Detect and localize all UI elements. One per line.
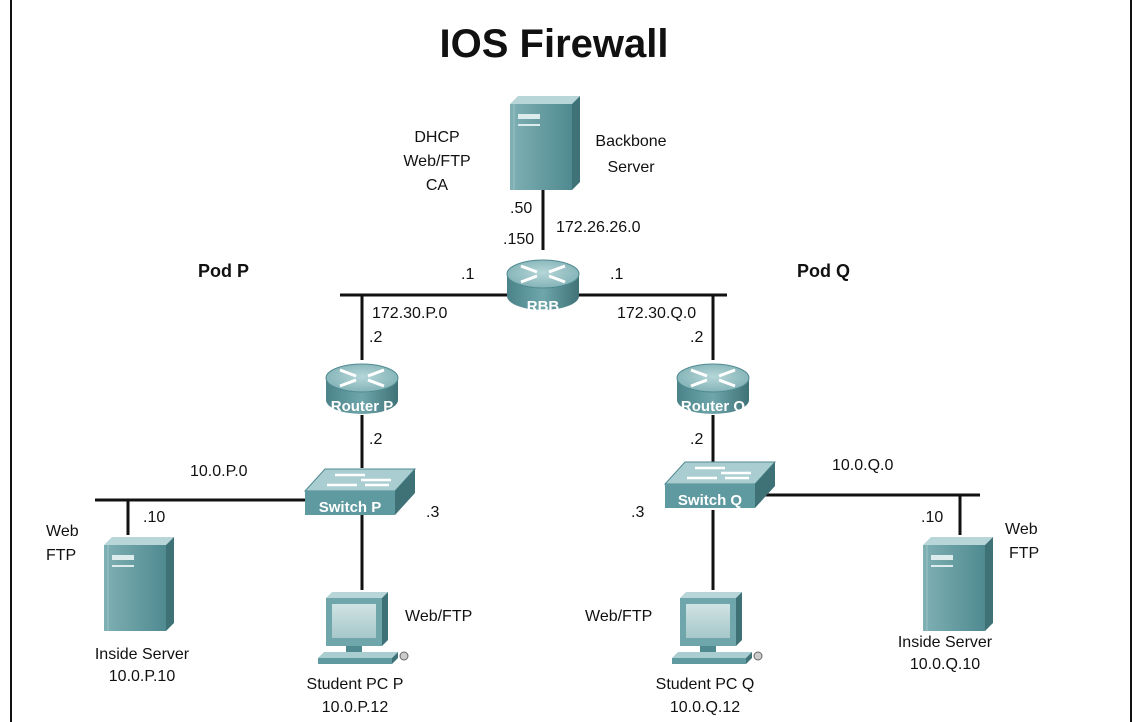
inside-server-q-icon	[922, 536, 994, 632]
frame-right-border	[1130, 0, 1132, 722]
server-p-address: .10	[143, 509, 165, 526]
switch-q-address: .3	[631, 504, 644, 521]
pc-q-ip: 10.0.Q.12	[670, 699, 740, 716]
backbone-server-name-line2: Server	[607, 159, 655, 176]
student-pc-q-icon	[671, 591, 763, 665]
backbone-service-dhcp: DHCP	[414, 129, 459, 146]
pod-q-title: Pod Q	[797, 261, 850, 281]
server-p-name: Inside Server	[95, 646, 190, 663]
pod-q-wan-network: 172.30.Q.0	[617, 305, 696, 322]
pod-p-title: Pod P	[198, 261, 249, 281]
router-p-lan-address: .2	[369, 431, 382, 448]
pc-p-services: Web/FTP	[405, 608, 472, 625]
student-pc-p-icon	[317, 591, 409, 665]
pod-q-lan-network: 10.0.Q.0	[832, 457, 893, 474]
router-q-lan-address: .2	[690, 431, 703, 448]
backbone-service-webftp: Web/FTP	[403, 153, 470, 170]
server-p-service-web: Web	[46, 523, 79, 540]
switch-q-label: Switch Q	[678, 492, 743, 509]
server-p-ip: 10.0.P.10	[109, 668, 176, 685]
backbone-host-address: .50	[510, 200, 532, 217]
diagram-title: IOS Firewall	[440, 22, 669, 66]
server-q-address: .10	[921, 509, 943, 526]
network-links	[95, 190, 980, 590]
switch-p-label: Switch P	[319, 499, 382, 516]
pod-p-lan-network: 10.0.P.0	[190, 463, 248, 480]
pc-p-name: Student PC P	[307, 676, 404, 693]
backbone-network: 172.26.26.0	[556, 219, 641, 236]
pc-q-name: Student PC Q	[656, 676, 755, 693]
server-q-ip: 10.0.Q.10	[910, 656, 980, 673]
rbb-right-address: .1	[610, 266, 623, 283]
router-q-label: Router Q	[681, 398, 746, 415]
rbb-left-address: .1	[461, 266, 474, 283]
server-q-service-web: Web	[1005, 521, 1038, 538]
switch-p-address: .3	[426, 504, 439, 521]
backbone-service-ca: CA	[426, 177, 449, 194]
router-q-wan-address: .2	[690, 329, 703, 346]
server-q-name: Inside Server	[898, 634, 993, 651]
pc-p-ip: 10.0.P.12	[322, 699, 389, 716]
router-p-label: Router P	[331, 398, 394, 415]
pod-p-wan-network: 172.30.P.0	[372, 305, 447, 322]
backbone-server-icon	[509, 95, 581, 191]
inside-server-p-icon	[103, 536, 175, 632]
backbone-server-name-line1: Backbone	[595, 133, 666, 150]
server-q-service-ftp: FTP	[1009, 545, 1039, 562]
frame-left-border	[10, 0, 12, 722]
rbb-router-label: RBB	[527, 298, 560, 315]
rbb-backbone-address: .150	[503, 231, 534, 248]
pc-q-services: Web/FTP	[585, 608, 652, 625]
server-p-service-ftp: FTP	[46, 547, 76, 564]
router-p-wan-address: .2	[369, 329, 382, 346]
